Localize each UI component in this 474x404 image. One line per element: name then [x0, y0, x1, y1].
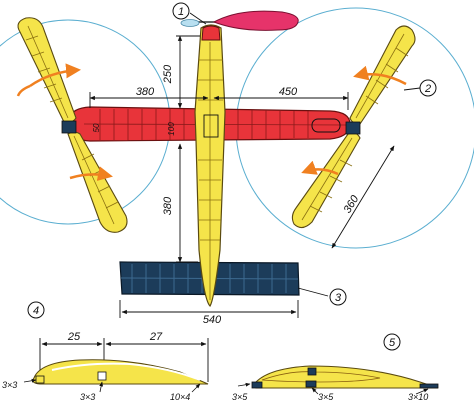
- callout-4: 4: [27, 301, 45, 319]
- dim-nose-length: 250: [162, 64, 174, 84]
- label-strip-3x5-left: 3×5: [232, 392, 248, 402]
- dim-airfoil-rear: 27: [149, 331, 163, 343]
- label-strip-3x5-mid: 3×5: [318, 392, 334, 402]
- callout-2: 2: [419, 79, 437, 97]
- dim-fuselage-length: 380: [162, 196, 174, 215]
- label-tail-edge-10x4: 10×4: [170, 392, 190, 402]
- airfoil-section-4: [23, 338, 209, 393]
- callout-1: 1: [172, 2, 190, 20]
- label-spar-3x3-left: 3×3: [2, 380, 17, 390]
- airfoil-section-5: [237, 365, 439, 395]
- callout-3: 3: [329, 288, 347, 306]
- dim-airfoil-front: 25: [67, 331, 81, 343]
- dim-right-span: 450: [279, 86, 298, 98]
- callout-5: 5: [383, 333, 401, 351]
- left-rotor: [16, 17, 128, 233]
- callout-4-label: 4: [33, 305, 39, 317]
- dimension-lines: [89, 35, 395, 318]
- callout-1-label: 1: [178, 6, 184, 18]
- dim-left-span: 380: [136, 86, 155, 98]
- callout-3-label: 3: [335, 292, 342, 304]
- dim-tail-span: 540: [203, 314, 222, 326]
- wing-ring-center-label: 100: [167, 122, 176, 136]
- fuselage: [194, 24, 226, 307]
- wing-ring-left-label: 50: [92, 123, 101, 132]
- callout-5-label: 5: [389, 337, 396, 349]
- callout-2-label: 2: [424, 83, 431, 95]
- nose-propeller: [180, 10, 299, 31]
- label-strip-3x10: 3×10: [408, 392, 428, 402]
- label-spar-3x3: 3×3: [80, 392, 95, 402]
- callout-leaders: [189, 12, 421, 297]
